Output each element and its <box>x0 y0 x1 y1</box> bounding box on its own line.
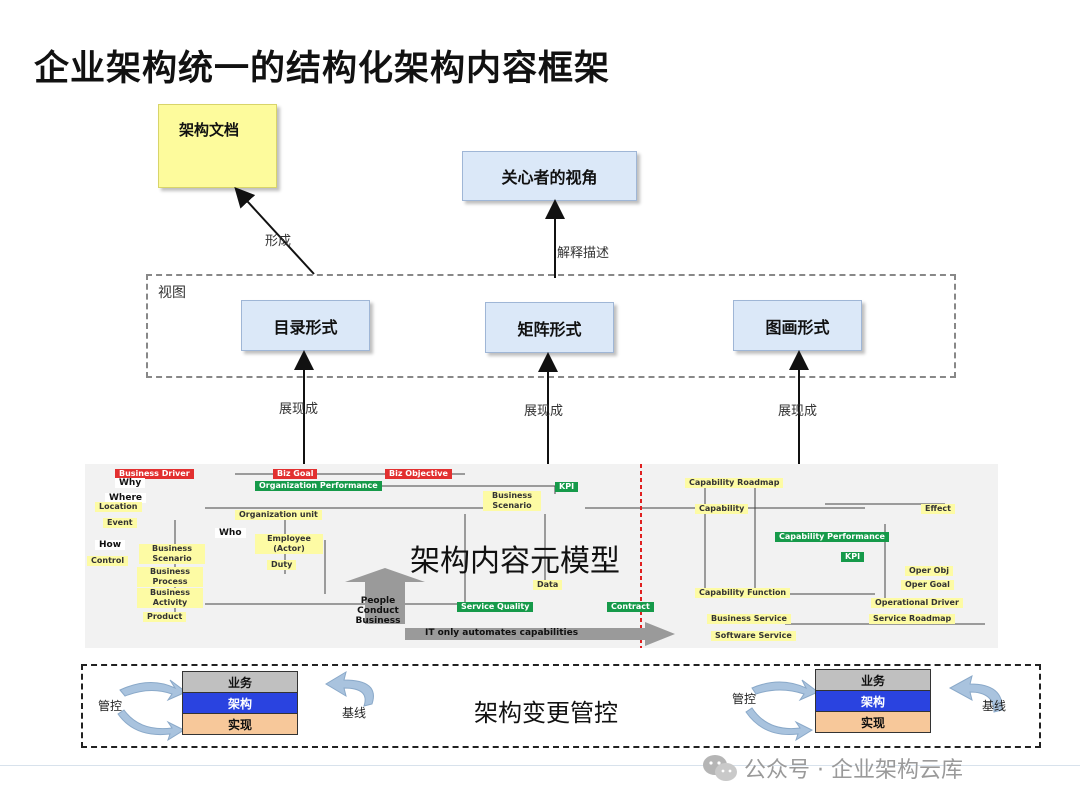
stakeholder-view-label: 关心者的视角 <box>501 168 598 187</box>
layer-stack-left: 业务 架构 实现 <box>182 671 298 735</box>
business-service-node: Business Service <box>707 614 791 624</box>
business-process-node: Business Process <box>137 567 203 587</box>
event-node: Event <box>103 518 137 528</box>
form-label: 形成 <box>265 234 292 249</box>
software-service-node: Software Service <box>711 631 796 641</box>
layer-implementation-left: 实现 <box>182 713 298 735</box>
why-node: Why <box>115 478 146 488</box>
where-node: Where <box>105 493 146 503</box>
duty-node: Duty <box>267 560 297 570</box>
control-cycle-arrow-right <box>751 679 819 702</box>
view-group-frame <box>146 274 956 378</box>
business-activity-node: Business Activity <box>137 588 203 608</box>
data-node: Data <box>533 580 563 590</box>
layer-business-right: 业务 <box>815 669 931 691</box>
control-cycle-arrow-left-lower <box>117 709 186 742</box>
capability-function-node: Capability Function <box>695 588 791 598</box>
control-cycle-arrow-left <box>119 679 187 702</box>
location-node: Location <box>95 502 142 512</box>
layer-architecture-right: 架构 <box>815 690 931 712</box>
diagram-form-box: 图画形式 <box>733 300 862 351</box>
layer-architecture-left: 架构 <box>182 692 298 714</box>
people-conduct-node: People Conduct Business <box>355 596 401 626</box>
page-title: 企业架构统一的结构化架构内容框架 <box>34 49 611 89</box>
capability-node: Capability <box>695 504 749 514</box>
effect-node: Effect <box>921 504 955 514</box>
baseline-cycle-arrow-left <box>325 670 374 707</box>
how-node: How <box>95 540 126 550</box>
meta-model-title: 架构内容元模型 <box>410 544 620 579</box>
architecture-doc-label: 架构文档 <box>179 121 240 139</box>
who-node: Who <box>215 528 246 538</box>
diagram-form-label: 图画形式 <box>765 317 830 337</box>
control-label-right: 管控 <box>732 692 757 706</box>
business-scenario-top-node: Business Scenario <box>483 491 541 511</box>
control-label-left: 管控 <box>98 699 123 713</box>
oper-obj-node: Oper Obj <box>905 566 953 576</box>
layer-business-left: 业务 <box>182 671 298 693</box>
change-control-title: 架构变更管控 <box>474 699 618 727</box>
present-label-middle: 展现成 <box>524 404 564 419</box>
explain-label: 解释描述 <box>557 246 610 261</box>
layer-implementation-right: 实现 <box>815 711 931 733</box>
capability-performance-node: Capability Performance <box>775 532 889 542</box>
biz-goal-node: Biz Goal <box>273 469 318 479</box>
change-control-frame <box>81 664 1041 748</box>
org-performance-node: Organization Performance <box>255 481 382 491</box>
matrix-form-label: 矩阵形式 <box>517 319 582 339</box>
product-node: Product <box>143 612 187 622</box>
footer-divider <box>0 765 1080 766</box>
oper-goal-node: Oper Goal <box>901 580 954 590</box>
capability-roadmap-node: Capability Roadmap <box>685 478 784 488</box>
present-label-left: 展现成 <box>279 402 319 417</box>
control-node: Control <box>87 556 129 566</box>
it-automates-node: IT only automates capabilities <box>425 628 579 638</box>
service-roadmap-node: Service Roadmap <box>869 614 956 624</box>
business-driver-node: Business Driver <box>115 469 194 479</box>
kpi-right-node: KPI <box>841 552 865 562</box>
architecture-doc-note: 架构文档 <box>158 104 277 188</box>
org-unit-node: Organization unit <box>235 510 322 520</box>
baseline-label-left: 基线 <box>342 706 367 720</box>
contract-node: Contract <box>607 602 654 612</box>
meta-model-diagram: Business Driver Biz Goal Biz Objective O… <box>85 464 998 648</box>
catalog-form-label: 目录形式 <box>273 317 338 337</box>
baseline-cycle-arrow-right <box>948 675 1003 713</box>
form-arrow <box>234 187 315 275</box>
operational-driver-node: Operational Driver <box>871 598 963 608</box>
matrix-form-box: 矩阵形式 <box>485 302 614 353</box>
service-quality-node: Service Quality <box>457 602 534 612</box>
present-label-right: 展现成 <box>778 404 818 419</box>
meta-model-lines <box>174 464 985 648</box>
wechat-icon <box>703 755 737 781</box>
biz-objective-node: Biz Objective <box>385 469 452 479</box>
kpi-left-node: KPI <box>555 482 579 492</box>
business-scenario-node: Business Scenario <box>139 544 205 564</box>
layer-stack-right: 业务 架构 实现 <box>815 669 931 733</box>
view-group-label: 视图 <box>158 285 186 301</box>
employee-node: Employee (Actor) <box>255 534 323 554</box>
control-cycle-arrow-right-lower <box>745 707 814 742</box>
watermark-text: 公众号 · 企业架构云库 <box>744 758 963 783</box>
baseline-label-right: 基线 <box>982 699 1007 713</box>
